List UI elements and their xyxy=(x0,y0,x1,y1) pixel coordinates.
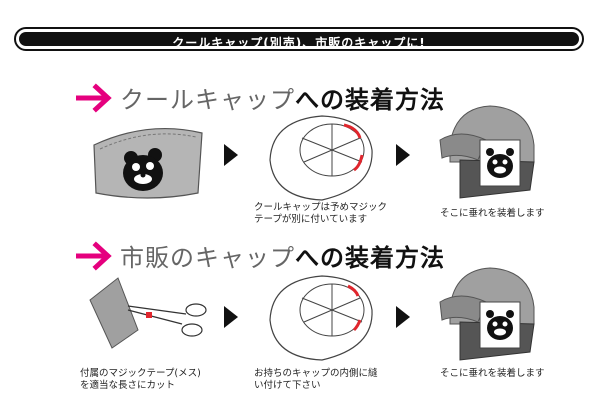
section2-caption-3: そこに垂れを装着します xyxy=(440,368,545,379)
step-arrow-icon xyxy=(396,306,410,328)
section2-title-cap: 市販のキャップ xyxy=(120,244,295,272)
sewing-velcro-illustration xyxy=(269,275,373,361)
section2-caption-1: 付属のマジックテープ(メス) を適当な長さにカット xyxy=(80,368,201,391)
cap-with-flap-illustration xyxy=(439,105,535,199)
pink-arrow-icon xyxy=(76,240,112,271)
cool-cap-illustration xyxy=(93,127,203,199)
cap-inside-velcro-illustration xyxy=(269,115,373,201)
section2-heading: 市販のキャップへの装着方法 xyxy=(76,238,445,273)
kumamon-face-icon xyxy=(123,148,163,191)
section2-caption-2: お持ちのキャップの内側に縫 い付けて下さい xyxy=(254,368,378,391)
banner-text: クールキャップ(別売)、市販のキャップに! xyxy=(172,36,426,50)
step-arrow-icon xyxy=(396,144,410,166)
section1-caption-1: クールキャップは予めマジック テープが別に付いています xyxy=(254,202,388,225)
section1-heading: クールキャップへの装着方法 xyxy=(76,80,445,115)
cutting-velcro-illustration xyxy=(89,277,207,349)
section1-caption-2: そこに垂れを装着します xyxy=(440,208,545,219)
top-banner: クールキャップ(別売)、市販のキャップに! xyxy=(14,27,584,51)
section1-title-cap: クールキャップ xyxy=(120,86,295,114)
scissors-icon xyxy=(127,303,207,337)
section1-title-way: への装着方法 xyxy=(295,86,445,114)
banner-background xyxy=(19,32,579,46)
cap-with-flap-illustration xyxy=(439,267,535,361)
pink-arrow-icon xyxy=(76,82,112,113)
step-arrow-icon xyxy=(224,144,238,166)
section2-title-way: への装着方法 xyxy=(295,244,445,272)
step-arrow-icon xyxy=(224,306,238,328)
